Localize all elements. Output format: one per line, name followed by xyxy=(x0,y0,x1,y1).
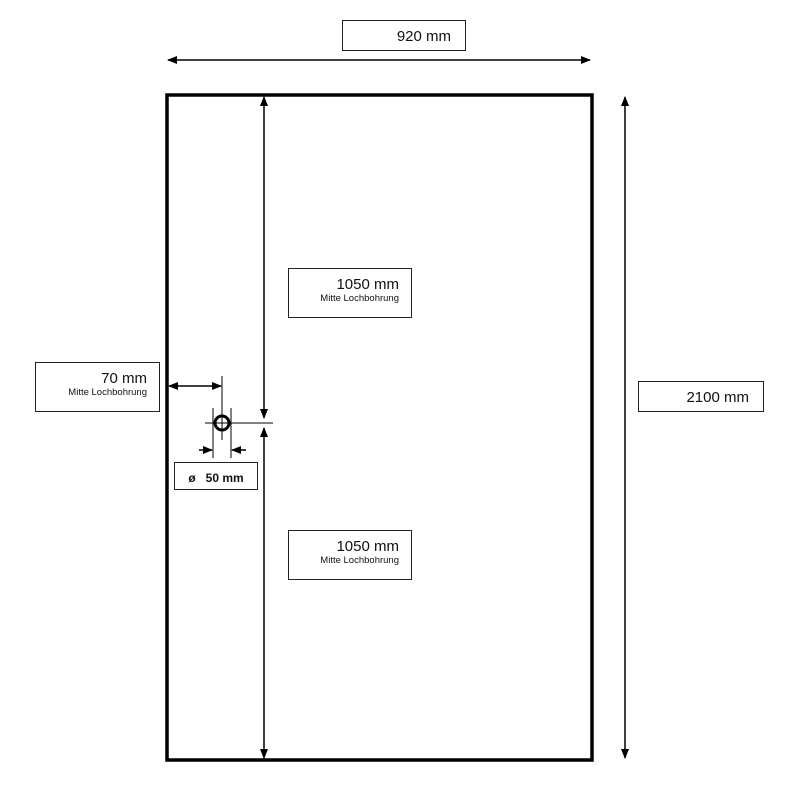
side-value: 70 mm xyxy=(101,370,147,387)
side-note: Mitte Lochbohrung xyxy=(68,387,147,398)
side-label: 70 mm Mitte Lochbohrung xyxy=(35,362,160,412)
panel-outline xyxy=(165,93,594,762)
lower-value: 1050 mm xyxy=(336,538,399,555)
upper-value: 1050 mm xyxy=(336,276,399,293)
drill-hole xyxy=(213,414,231,432)
height-label: 2100 mm xyxy=(638,381,764,412)
lower-label: 1050 mm Mitte Lochbohrung xyxy=(288,530,412,580)
diameter-label: ø 50 mm xyxy=(174,462,258,490)
width-label: 920 mm xyxy=(342,20,466,51)
upper-note: Mitte Lochbohrung xyxy=(320,293,399,304)
upper-label: 1050 mm Mitte Lochbohrung xyxy=(288,268,412,318)
width-value: 920 mm xyxy=(396,28,451,45)
lower-note: Mitte Lochbohrung xyxy=(320,555,399,566)
height-value: 2100 mm xyxy=(686,389,749,406)
diameter-value: ø 50 mm xyxy=(188,471,244,485)
